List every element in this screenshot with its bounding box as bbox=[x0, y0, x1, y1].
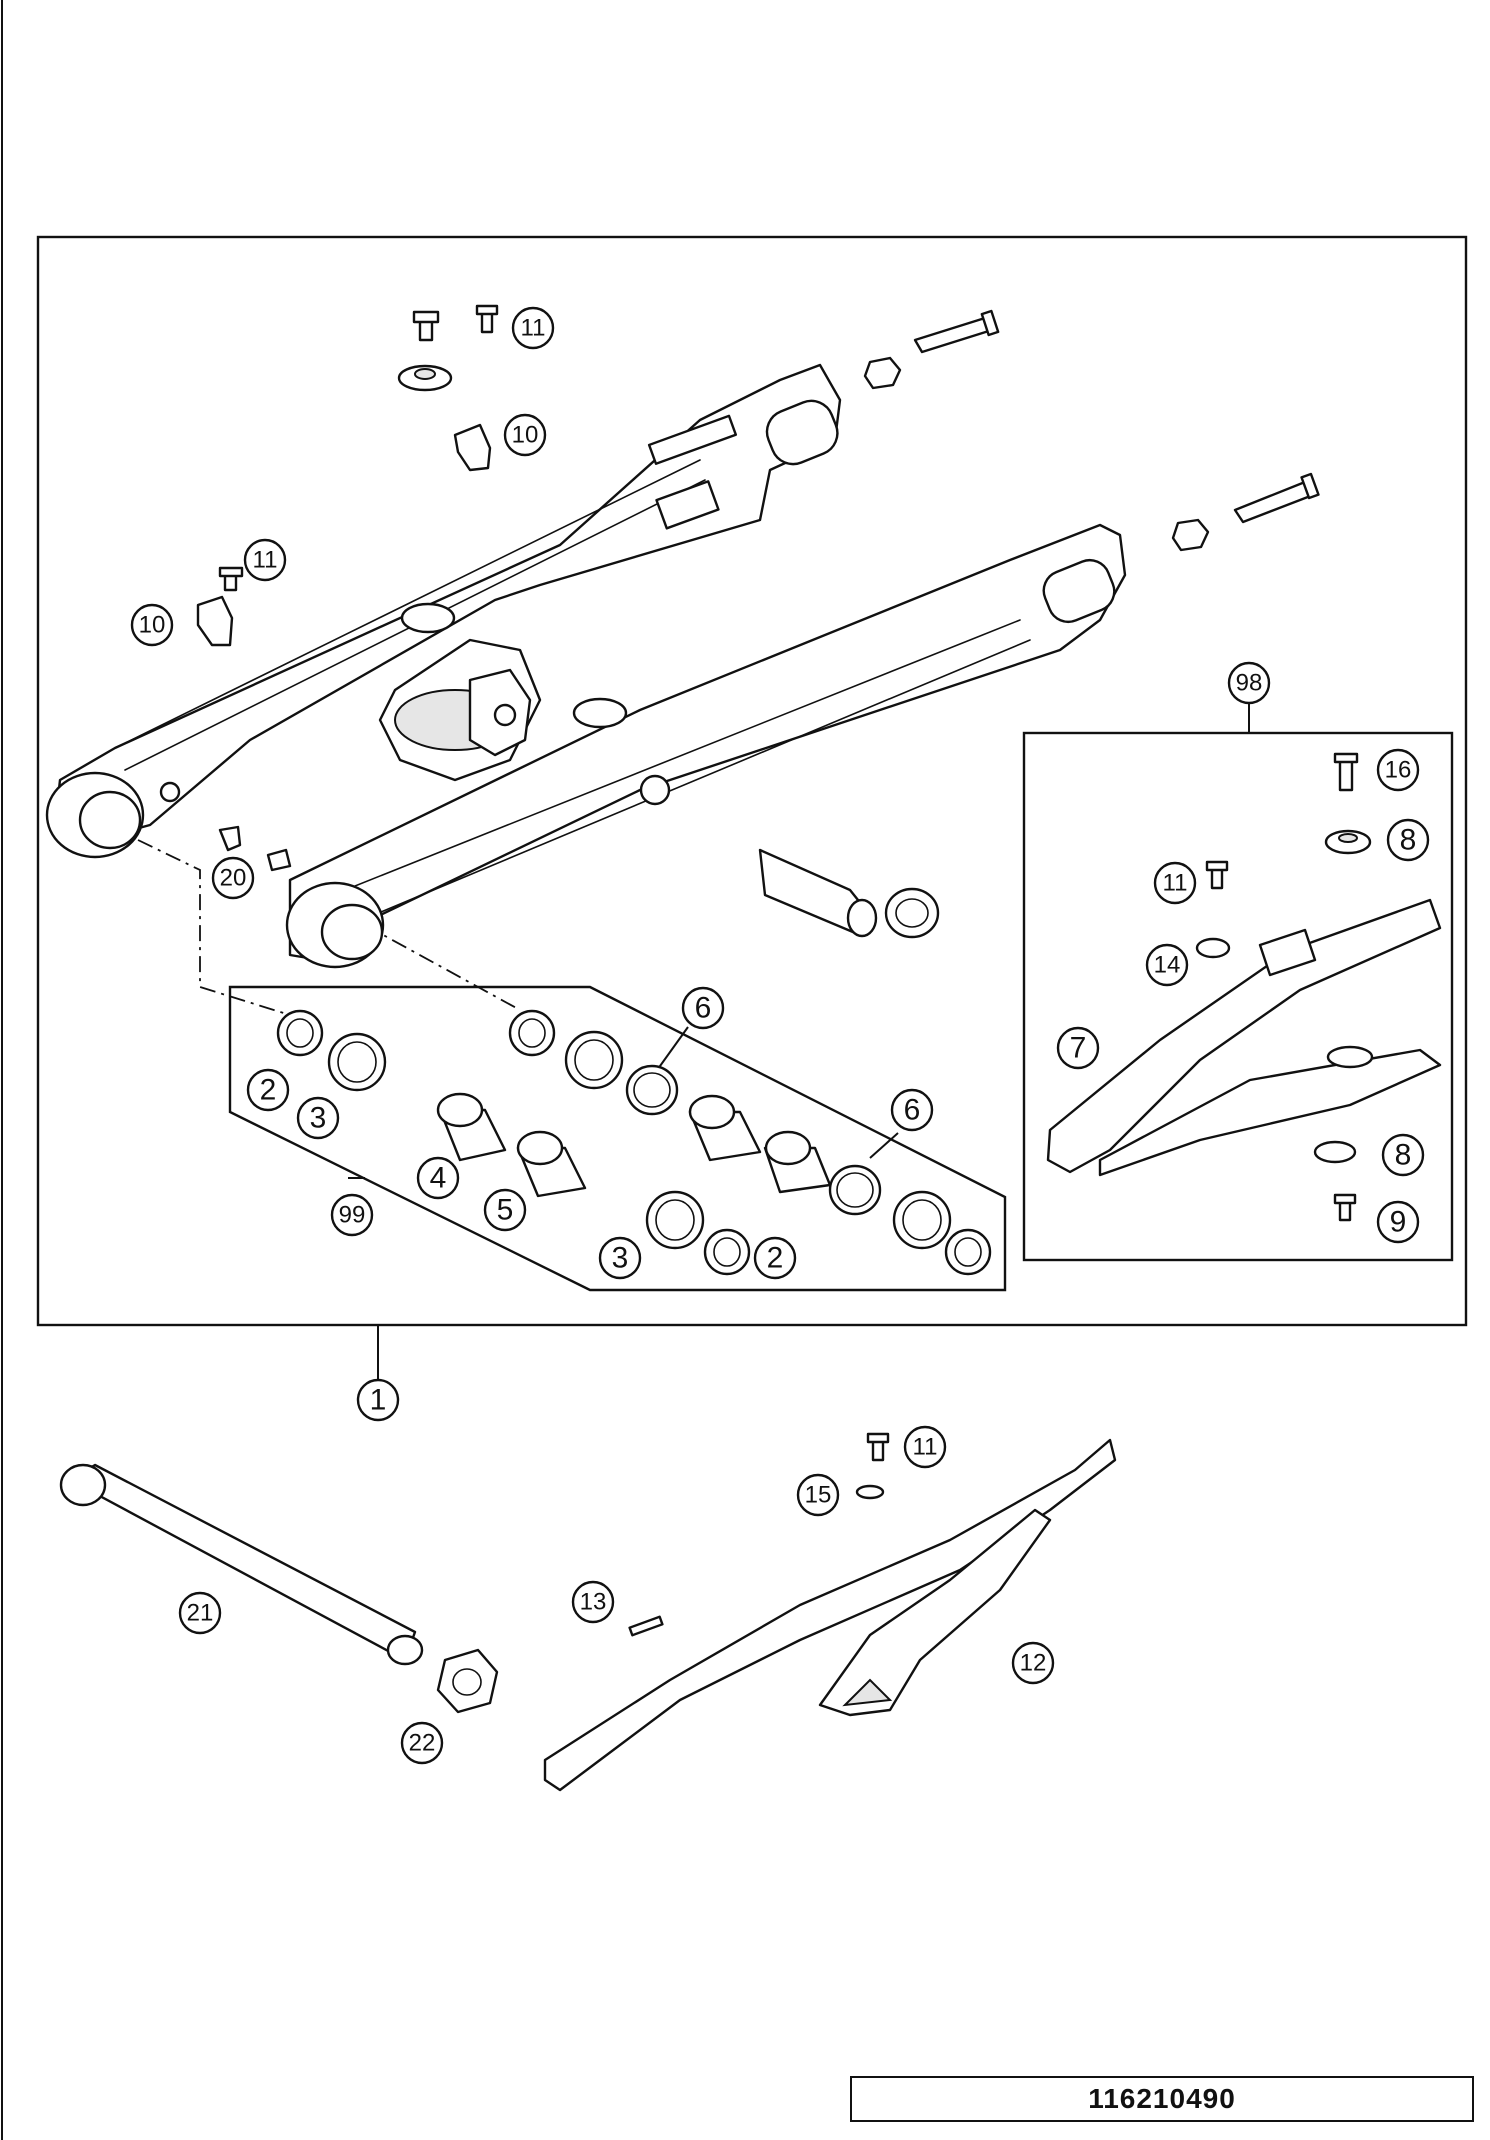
callout-16: 16 bbox=[1376, 748, 1420, 792]
callout-10b: 10 bbox=[130, 603, 174, 647]
svg-text:7: 7 bbox=[1070, 1032, 1087, 1065]
svg-text:5: 5 bbox=[497, 1194, 514, 1227]
callout-98: 98 bbox=[1227, 661, 1271, 705]
svg-text:21: 21 bbox=[187, 1600, 214, 1627]
adjuster-bolts bbox=[863, 309, 1320, 552]
document-number-box: 116210490 bbox=[850, 2076, 1474, 2122]
chain-guard bbox=[543, 1432, 1117, 1792]
bearing-kit-parts bbox=[276, 1009, 992, 1276]
callout-11b: 11 bbox=[243, 538, 287, 582]
svg-text:15: 15 bbox=[805, 1482, 832, 1509]
svg-text:4: 4 bbox=[430, 1162, 447, 1195]
callout-15: 15 bbox=[796, 1473, 840, 1517]
svg-text:8: 8 bbox=[1395, 1139, 1412, 1172]
callout-10a: 10 bbox=[503, 413, 547, 457]
callout-22: 22 bbox=[400, 1721, 444, 1765]
svg-text:8: 8 bbox=[1400, 824, 1417, 857]
document-number: 116210490 bbox=[1088, 2083, 1236, 2114]
svg-text:16: 16 bbox=[1385, 757, 1412, 784]
svg-text:9: 9 bbox=[1390, 1206, 1407, 1239]
svg-text:20: 20 bbox=[220, 865, 247, 892]
callout-8a: 8 bbox=[1386, 818, 1430, 862]
callout-3b: 3 bbox=[598, 1236, 642, 1280]
svg-text:6: 6 bbox=[904, 1094, 921, 1127]
svg-text:99: 99 bbox=[339, 1202, 366, 1229]
svg-text:10: 10 bbox=[512, 422, 539, 449]
grease-fittings bbox=[218, 825, 292, 872]
svg-text:11: 11 bbox=[913, 1434, 938, 1461]
callout-20: 20 bbox=[211, 856, 255, 900]
callout-7: 7 bbox=[1056, 1026, 1100, 1070]
svg-text:3: 3 bbox=[612, 1242, 629, 1275]
callout-3a: 3 bbox=[296, 1096, 340, 1140]
callout-5: 5 bbox=[483, 1188, 527, 1232]
callout-labels: 1 2 3 4 5 6 6 3 2 99 98 16 8 11 14 7 8 9… bbox=[130, 306, 1430, 1765]
callout-11a: 11 bbox=[511, 306, 555, 350]
svg-text:11: 11 bbox=[1163, 870, 1188, 897]
callout-4: 4 bbox=[416, 1156, 460, 1200]
svg-text:98: 98 bbox=[1236, 670, 1263, 697]
svg-text:3: 3 bbox=[310, 1102, 327, 1135]
callout-9: 9 bbox=[1376, 1200, 1420, 1244]
svg-text:2: 2 bbox=[767, 1242, 784, 1275]
callout-12: 12 bbox=[1011, 1641, 1055, 1685]
svg-text:13: 13 bbox=[580, 1589, 607, 1616]
callout-2a: 2 bbox=[246, 1068, 290, 1112]
bracket-and-screws bbox=[196, 304, 499, 647]
chain-slider bbox=[1046, 752, 1442, 1222]
swingarm-pivot-axle bbox=[59, 1463, 499, 1714]
svg-text:6: 6 bbox=[695, 992, 712, 1025]
svg-text:2: 2 bbox=[260, 1074, 277, 1107]
callout-6a: 6 bbox=[681, 986, 725, 1030]
callout-99: 99 bbox=[330, 1193, 374, 1237]
svg-text:11: 11 bbox=[521, 315, 546, 342]
callout-11d: 11 bbox=[903, 1425, 947, 1469]
callout-2b: 2 bbox=[753, 1236, 797, 1280]
pivot-sleeve bbox=[758, 848, 940, 939]
callout-13: 13 bbox=[571, 1580, 615, 1624]
callout-8b: 8 bbox=[1381, 1133, 1425, 1177]
svg-text:11: 11 bbox=[253, 547, 278, 574]
swingarm-assembly-frame bbox=[36, 235, 1468, 1327]
svg-text:14: 14 bbox=[1154, 952, 1181, 979]
svg-text:1: 1 bbox=[370, 1384, 387, 1417]
chain-slider-kit-frame bbox=[1022, 731, 1454, 1262]
svg-text:22: 22 bbox=[409, 1730, 436, 1757]
callout-1: 1 bbox=[356, 1378, 400, 1422]
callout-21: 21 bbox=[178, 1591, 222, 1635]
callout-11c: 11 bbox=[1153, 861, 1197, 905]
bearing-kit-frame bbox=[228, 985, 1007, 1292]
callout-14: 14 bbox=[1145, 943, 1189, 987]
svg-text:12: 12 bbox=[1020, 1650, 1047, 1677]
svg-text:10: 10 bbox=[139, 612, 166, 639]
swingarm-body bbox=[45, 363, 1127, 969]
callout-6b: 6 bbox=[890, 1088, 934, 1132]
